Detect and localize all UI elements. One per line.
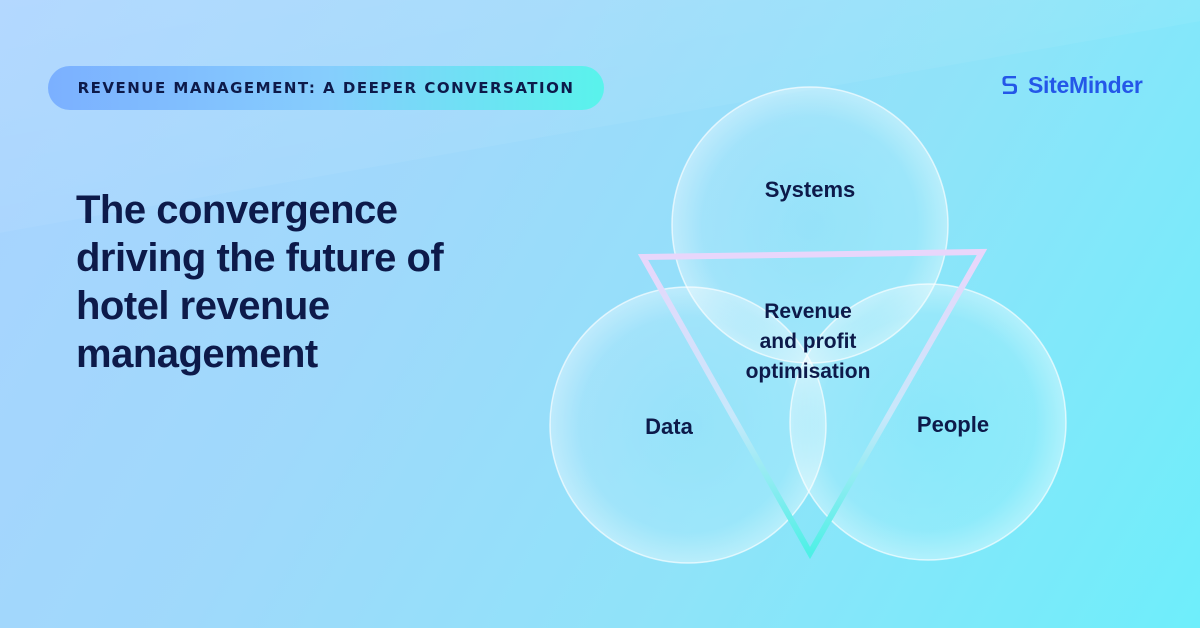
headline-line: hotel revenue — [76, 284, 330, 328]
center-label-line-2: and profit — [760, 330, 857, 353]
series-label: REVENUE MANAGEMENT: A DEEPER CONVERSATIO… — [77, 79, 575, 97]
systems-label: Systems — [765, 177, 856, 202]
people-circle — [789, 283, 1067, 561]
convergence-triangle — [637, 248, 988, 560]
headline-line: The convergence — [76, 188, 398, 232]
people-label: People — [917, 412, 989, 437]
headline: The convergence driving the future of ho… — [76, 186, 536, 378]
siteminder-logo[interactable]: SiteMinder — [1000, 70, 1143, 100]
siteminder-logo-icon — [1002, 76, 1017, 94]
headline-line: driving the future of — [76, 236, 444, 280]
headline-line: management — [76, 332, 318, 376]
center-label-line-3: optimisation — [746, 360, 871, 383]
series-pill: REVENUE MANAGEMENT: A DEEPER CONVERSATIO… — [48, 66, 604, 110]
center-label-line-1: Revenue — [764, 300, 852, 323]
data-label: Data — [645, 414, 693, 439]
brand-name: SiteMinder — [1028, 71, 1143, 98]
